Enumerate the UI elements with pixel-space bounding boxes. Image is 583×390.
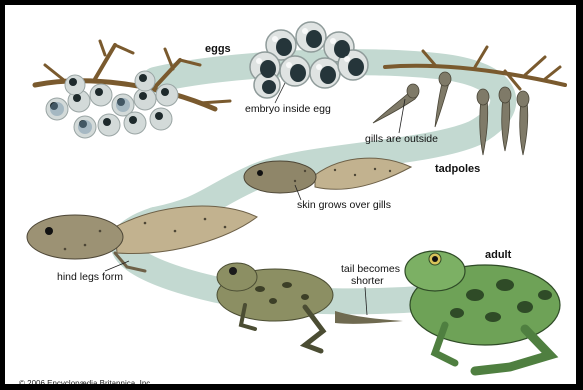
annotation-hind-legs: hind legs form xyxy=(57,271,123,283)
annotation-tail-line1: tail becomes xyxy=(341,263,400,275)
annotation-tail-line2: shorter xyxy=(351,275,384,287)
annotation-gills: gills are outside xyxy=(365,133,438,145)
diagram-artwork xyxy=(5,5,583,390)
copyright-credit: © 2006 Encyclopædia Britannica, Inc. xyxy=(19,378,153,390)
annotation-embryo: embryo inside egg xyxy=(245,103,331,115)
stage-label-eggs: eggs xyxy=(205,43,231,55)
adult-frog xyxy=(405,251,560,371)
annotation-skin: skin grows over gills xyxy=(297,199,391,211)
stage-label-adult: adult xyxy=(485,249,511,261)
stage-label-tadpoles: tadpoles xyxy=(435,163,480,175)
